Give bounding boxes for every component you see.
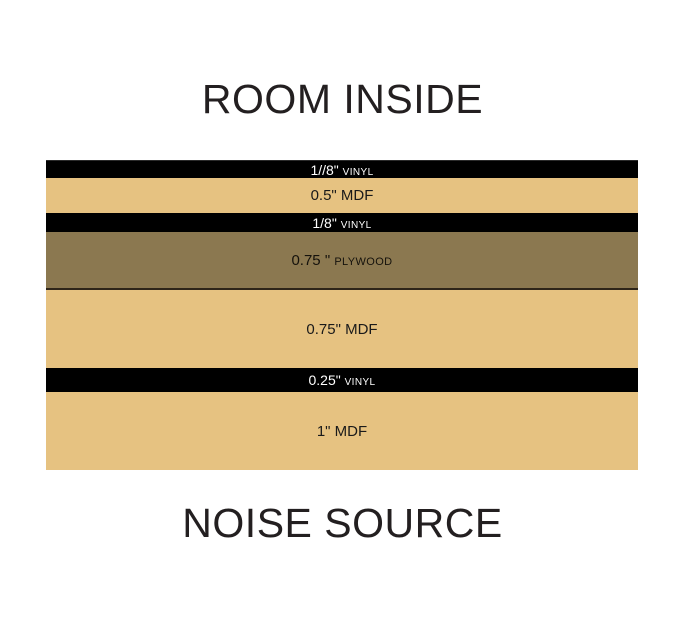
- layer-thickness: 1//8": [310, 161, 339, 178]
- layer-vinyl-top: 1//8" Vinyl: [46, 161, 638, 178]
- layer-material: Vinyl: [340, 214, 372, 231]
- layer-thickness: 0.75": [306, 320, 341, 338]
- layer-label: 1/8" Vinyl: [312, 216, 371, 230]
- layer-label: 1//8" Vinyl: [310, 163, 373, 177]
- layer-thickness: 0.75 ": [291, 251, 331, 269]
- layer-label: 1" MDF: [317, 424, 367, 439]
- layer-stack: 1//8" Vinyl 0.5" MDF 1/8" Vinyl 0.75 " P…: [46, 160, 638, 470]
- layer-mdf-half-inch: 0.5" MDF: [46, 178, 638, 213]
- layer-vinyl-quarter-inch: 0.25" Vinyl: [46, 368, 638, 392]
- layer-mdf-three-quarter-inch: 0.75" MDF: [46, 290, 638, 368]
- layer-label: 0.75 " Plywood: [291, 253, 392, 268]
- layer-material: MDF: [340, 187, 374, 204]
- layer-mdf-one-inch: 1" MDF: [46, 392, 638, 470]
- room-inside-heading: ROOM INSIDE: [201, 76, 484, 122]
- layer-vinyl-second: 1/8" Vinyl: [46, 213, 638, 232]
- layer-material: MDF: [334, 422, 368, 440]
- layer-material: Plywood: [334, 251, 393, 269]
- layer-material: MDF: [345, 320, 378, 338]
- noise-source-heading: NOISE SOURCE: [182, 500, 503, 546]
- layer-material: Vinyl: [342, 161, 374, 178]
- layer-thickness: 0.25": [308, 372, 341, 388]
- layer-thickness: 0.5": [310, 187, 337, 204]
- layer-material: Vinyl: [344, 372, 376, 388]
- layer-label: 0.25" Vinyl: [308, 373, 375, 387]
- layer-thickness: 1": [316, 422, 331, 440]
- layer-thickness: 1/8": [312, 214, 337, 231]
- layer-label: 0.5" MDF: [311, 188, 374, 203]
- layer-plywood: 0.75 " Plywood: [46, 232, 638, 290]
- layer-label: 0.75" MDF: [306, 322, 377, 337]
